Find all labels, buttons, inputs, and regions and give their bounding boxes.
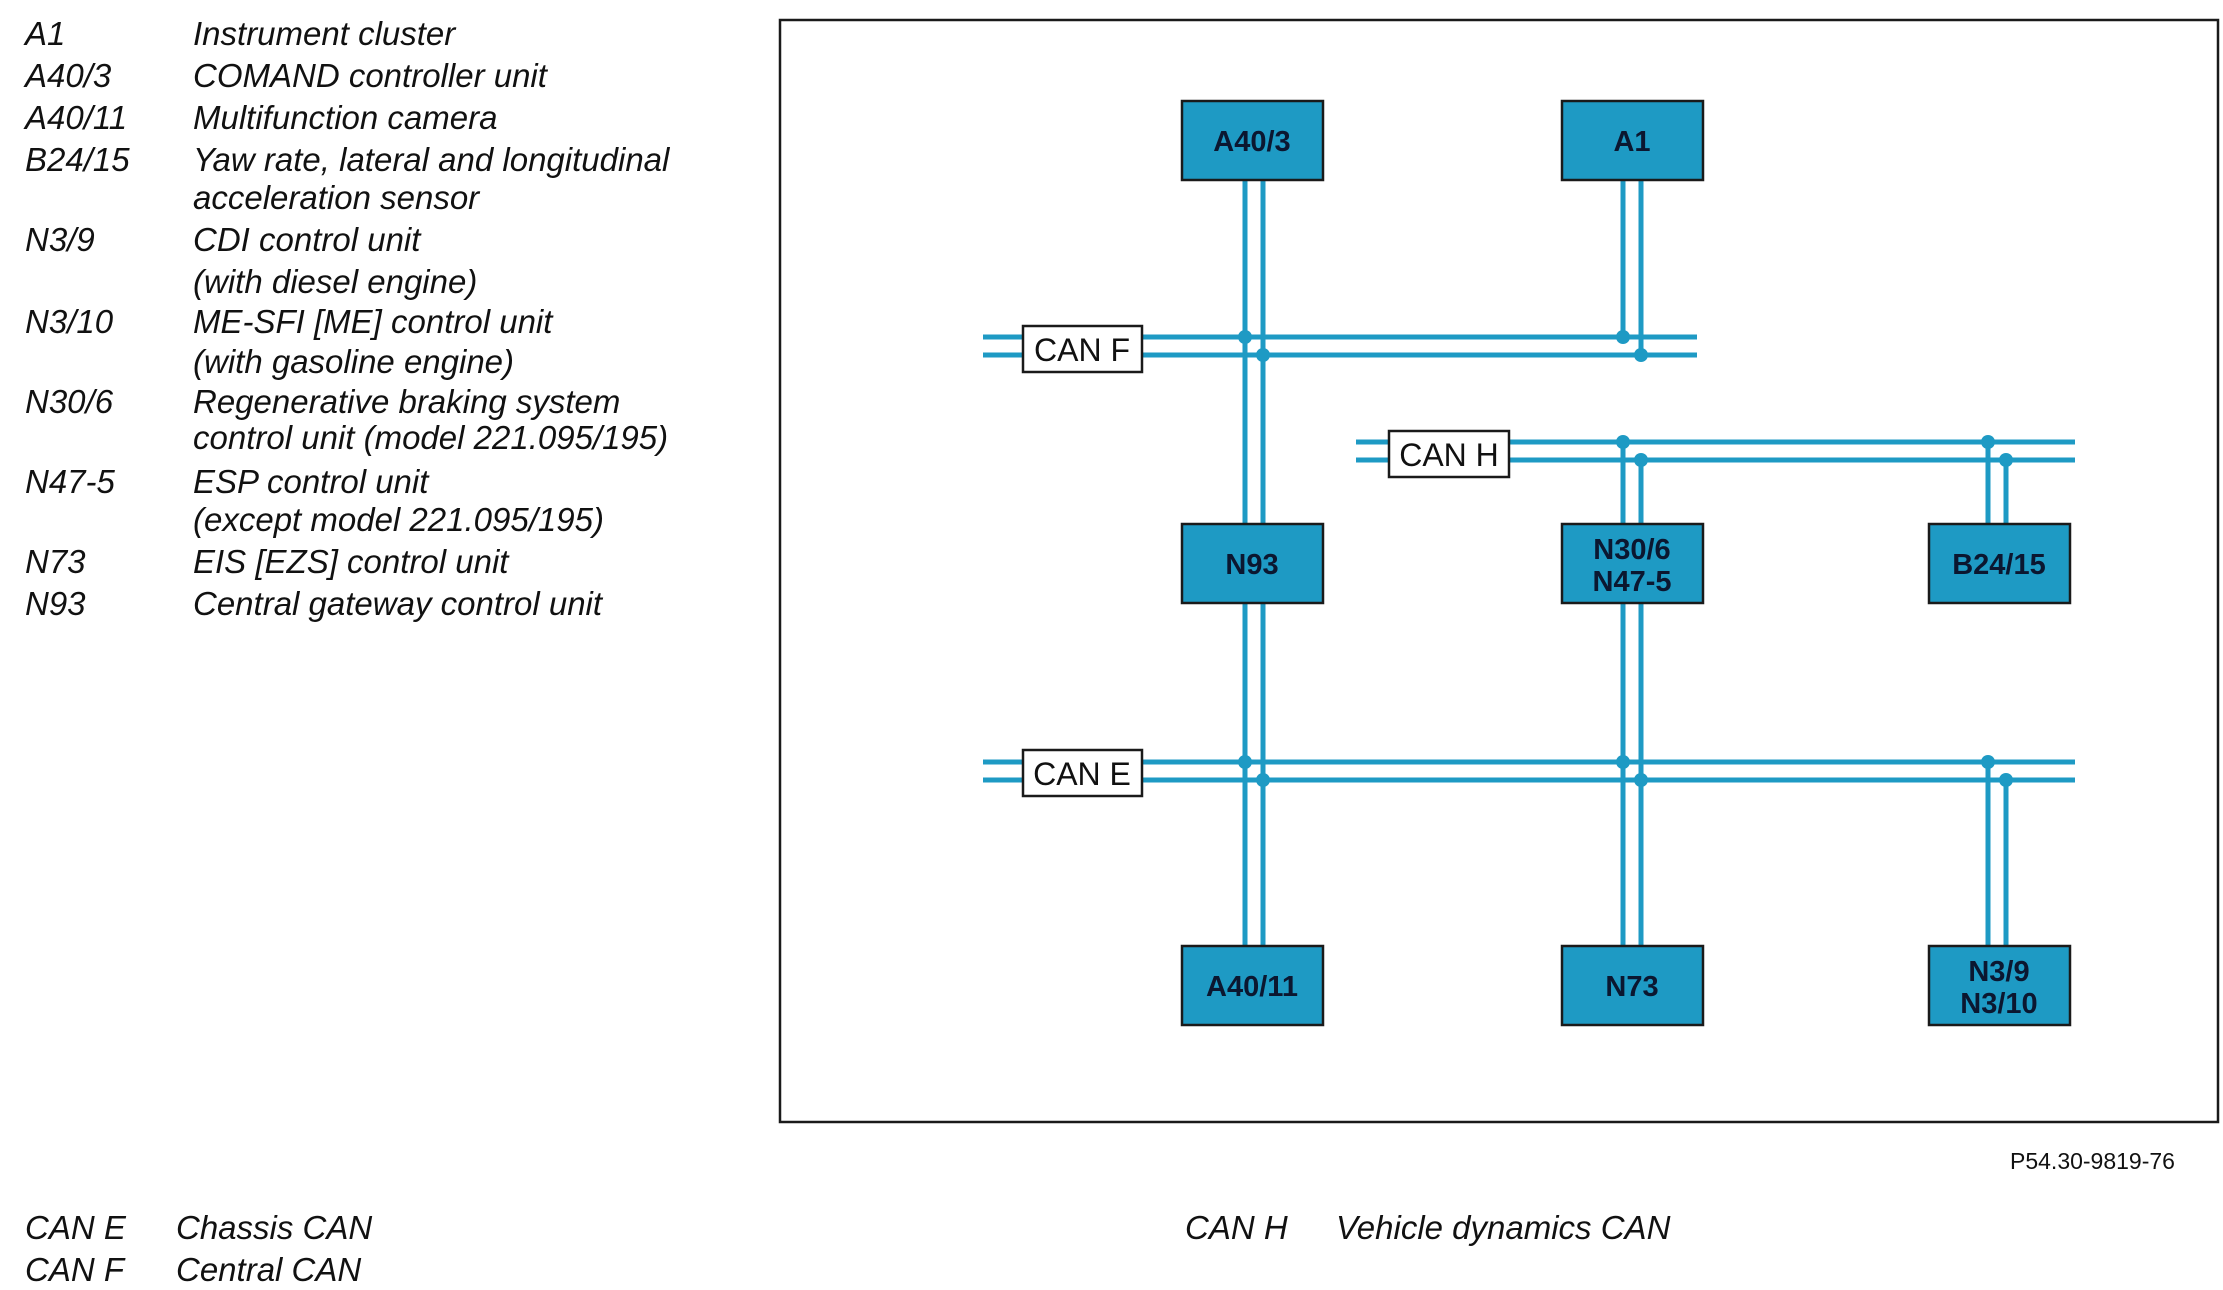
unit-n93: N93 xyxy=(1180,522,1325,605)
abbreviation-code: CAN F xyxy=(25,1251,124,1288)
legend-description: (except model 221.095/195) xyxy=(193,501,604,538)
junction-node xyxy=(1616,330,1630,344)
legend-description: CDI control unit xyxy=(193,221,421,258)
junction-node xyxy=(1256,348,1270,362)
unit-label: N3/9 xyxy=(1968,956,2029,988)
unit-n73: N73 xyxy=(1560,944,1705,1027)
unit-label: N30/6 xyxy=(1593,534,1670,566)
bus-label-text: CAN E xyxy=(1033,756,1131,792)
bus-label-can-e: CAN E xyxy=(1021,748,1144,798)
legend-code: B24/15 xyxy=(25,141,130,178)
legend-description: Central gateway control unit xyxy=(193,585,603,622)
legend-description: control unit (model 221.095/195) xyxy=(193,419,669,456)
legend-description: EIS [EZS] control unit xyxy=(193,543,509,580)
bus-label-can-h: CAN H xyxy=(1387,429,1511,479)
junction-node xyxy=(1999,773,2013,787)
bus-label-box xyxy=(1021,748,1144,798)
legend-description: Regenerative braking system xyxy=(193,383,621,420)
unit-label: A1 xyxy=(1613,126,1650,158)
unit-b24-15: B24/15 xyxy=(1927,522,2072,605)
abbreviation-code: CAN H xyxy=(1185,1209,1288,1246)
junction-node xyxy=(1634,453,1648,467)
legend-description: COMAND controller unit xyxy=(193,57,547,94)
unit-label: A40/11 xyxy=(1206,971,1298,1003)
legend-code: N47-5 xyxy=(25,463,115,500)
legend-code: N3/9 xyxy=(25,221,95,258)
diagram-frame xyxy=(778,18,2220,1124)
legend-description: (with gasoline engine) xyxy=(193,343,515,380)
unit-box xyxy=(1927,522,2072,605)
abbreviation-description: Vehicle dynamics CAN xyxy=(1336,1209,1671,1246)
abbreviation-description: Chassis CAN xyxy=(176,1209,373,1246)
unit-box xyxy=(1560,99,1705,182)
unit-box xyxy=(1560,522,1705,605)
unit-label: N3/10 xyxy=(1960,988,2037,1020)
legend-code: A40/11 xyxy=(25,99,128,136)
unit-box xyxy=(1180,944,1325,1027)
bus-label-box xyxy=(1021,324,1144,374)
junction-nodes xyxy=(1238,330,2013,787)
junction-node xyxy=(1634,773,1648,787)
legend-code: A40/3 xyxy=(25,57,112,94)
bus-label-text: CAN F xyxy=(1034,332,1130,368)
legend-description: Multifunction camera xyxy=(193,99,498,136)
junction-node xyxy=(1981,435,1995,449)
bus-label-can-f: CAN F xyxy=(1021,324,1144,374)
legend-code: N30/6 xyxy=(25,383,114,420)
bus-label-text: CAN H xyxy=(1399,437,1499,473)
bus-wires xyxy=(983,334,2075,783)
junction-node xyxy=(1616,435,1630,449)
legend-code: N93 xyxy=(25,585,86,622)
unit-n3-9-n3-10: N3/9 N3/10 xyxy=(1927,944,2072,1027)
unit-label: N47-5 xyxy=(1593,566,1672,598)
abbreviation-code: CAN E xyxy=(25,1209,126,1246)
unit-label: N93 xyxy=(1225,549,1278,581)
legend-code: A1 xyxy=(25,15,66,52)
junction-node xyxy=(1981,755,1995,769)
unit-box xyxy=(1560,944,1705,1027)
unit-n30-6-n47-5: N30/6 N47-5 xyxy=(1560,522,1705,605)
junction-node xyxy=(1256,773,1270,787)
junction-node xyxy=(1616,755,1630,769)
junction-node xyxy=(1999,453,2013,467)
bus-label-box xyxy=(1387,429,1511,479)
abbreviation-description: Central CAN xyxy=(176,1251,362,1288)
legend-description: ESP control unit xyxy=(193,463,429,500)
unit-label: A40/3 xyxy=(1213,126,1290,158)
legend-code: N73 xyxy=(25,543,86,580)
unit-label: N73 xyxy=(1605,971,1658,1003)
junction-node xyxy=(1238,330,1252,344)
junction-node xyxy=(1634,348,1648,362)
unit-a40-11: A40/11 xyxy=(1180,944,1325,1027)
unit-a1: A1 xyxy=(1560,99,1705,182)
unit-label: B24/15 xyxy=(1952,549,2046,581)
legend-description: ME-SFI [ME] control unit xyxy=(193,303,553,340)
legend-description: acceleration sensor xyxy=(193,179,480,216)
junction-node xyxy=(1238,755,1252,769)
figure-reference: P54.30-9819-76 xyxy=(2010,1148,2175,1174)
legend-description: (with diesel engine) xyxy=(193,263,478,300)
unit-a40-3: A40/3 xyxy=(1180,99,1325,182)
unit-box xyxy=(1180,522,1325,605)
legend-description: Instrument cluster xyxy=(193,15,456,52)
legend-code: N3/10 xyxy=(25,303,114,340)
unit-box xyxy=(1180,99,1325,182)
legend-description: Yaw rate, lateral and longitudinal xyxy=(193,141,670,178)
unit-box xyxy=(1927,944,2072,1027)
